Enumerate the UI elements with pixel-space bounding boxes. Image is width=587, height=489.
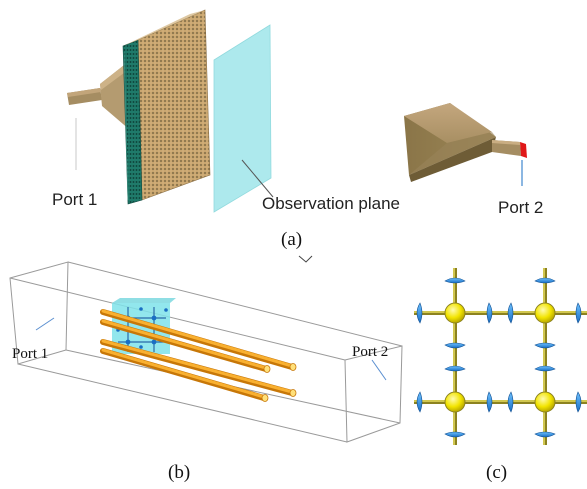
unit-cell-slab-side — [112, 298, 176, 303]
caption-b: (b) — [168, 462, 190, 483]
port2-tip — [520, 142, 527, 158]
port2-label-a: Port 2 — [498, 198, 543, 217]
cap — [444, 342, 466, 349]
cap — [416, 302, 423, 324]
caption-c: (c) — [486, 462, 507, 483]
cap — [534, 431, 556, 438]
metamaterial-slab — [122, 9, 211, 205]
port2-label-b: Port 2 — [352, 344, 388, 360]
node-top-left — [444, 302, 466, 324]
cap — [507, 302, 514, 324]
rod-2 — [100, 319, 271, 373]
observation-pointer-line — [241, 159, 274, 198]
observation-plane-label: Observation plane — [262, 194, 400, 213]
cap — [444, 365, 466, 372]
port2-pointer-line-b — [371, 359, 387, 381]
caption-a: (a) — [281, 229, 302, 250]
port1-feed-horn — [67, 62, 130, 130]
cap — [534, 277, 556, 284]
cap — [444, 431, 466, 438]
rods — [100, 309, 297, 402]
rod-1 — [100, 309, 297, 371]
cap — [507, 391, 514, 413]
caption-mark — [298, 255, 313, 263]
lattice-nodes — [444, 302, 556, 413]
lattice-grid — [414, 268, 587, 445]
panel-a: Port 1 Observation plane Port 2 (a) — [52, 9, 543, 263]
observation-plane — [213, 24, 272, 213]
panel-c: (c) — [414, 268, 587, 483]
lattice-grid-highlight — [414, 268, 587, 445]
port2-receive-horn — [404, 103, 527, 182]
cap — [416, 391, 423, 413]
cap — [575, 391, 582, 413]
cap — [444, 277, 466, 284]
port1-label-b: Port 1 — [12, 346, 48, 362]
node-top-right — [534, 302, 556, 324]
node-bottom-right — [534, 391, 556, 413]
rod-4 — [100, 348, 269, 402]
cap — [534, 365, 556, 372]
panel-b: Port 1 Port 2 (b) — [9, 261, 403, 483]
cap — [486, 391, 493, 413]
cap — [575, 302, 582, 324]
port1-label-a: Port 1 — [52, 190, 97, 209]
rod-3 — [100, 339, 297, 397]
cap — [534, 342, 556, 349]
blue-caps — [416, 277, 582, 438]
port1-pointer-line-b — [35, 317, 55, 331]
cap — [486, 302, 493, 324]
node-bottom-left — [444, 391, 466, 413]
